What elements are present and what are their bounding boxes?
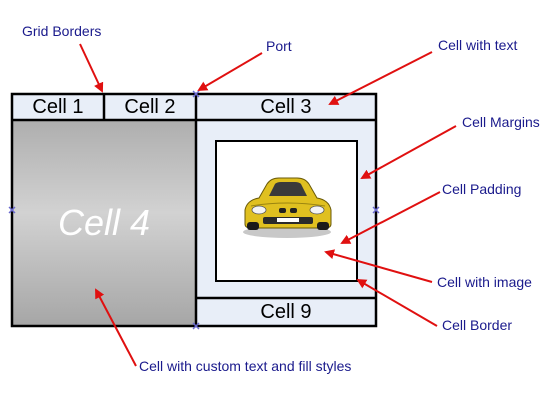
cell-9: Cell 9 [196, 298, 376, 326]
car-image [237, 162, 337, 246]
label-custom-styles: Cell with custom text and fill styles [139, 358, 352, 374]
label-cell-with-text: Cell with text [438, 37, 518, 53]
cell-3-label: Cell 3 [260, 95, 312, 118]
label-port: Port [266, 38, 292, 54]
arrow-port [197, 52, 263, 92]
cell-9-label: Cell 9 [260, 300, 312, 323]
arrow-grid-borders [79, 43, 104, 93]
cell-4: Cell 4 [12, 120, 196, 326]
cell-border-frame [215, 140, 358, 282]
car-image-svg [237, 162, 337, 246]
cell-2-label: Cell 2 [124, 95, 176, 118]
cell-1-label: Cell 1 [32, 95, 84, 118]
cell-1: Cell 1 [12, 94, 104, 120]
cell-3: Cell 3 [196, 94, 376, 120]
cell-2: Cell 2 [104, 94, 196, 120]
label-grid-borders: Grid Borders [22, 23, 102, 39]
arrow-cell-margins [360, 125, 457, 179]
label-cell-with-image: Cell with image [437, 274, 532, 290]
label-cell-padding: Cell Padding [442, 181, 522, 197]
label-cell-border: Cell Border [442, 317, 513, 333]
label-cell-margins: Cell Margins [462, 114, 540, 130]
cell-4-label: Cell 4 [57, 202, 151, 243]
